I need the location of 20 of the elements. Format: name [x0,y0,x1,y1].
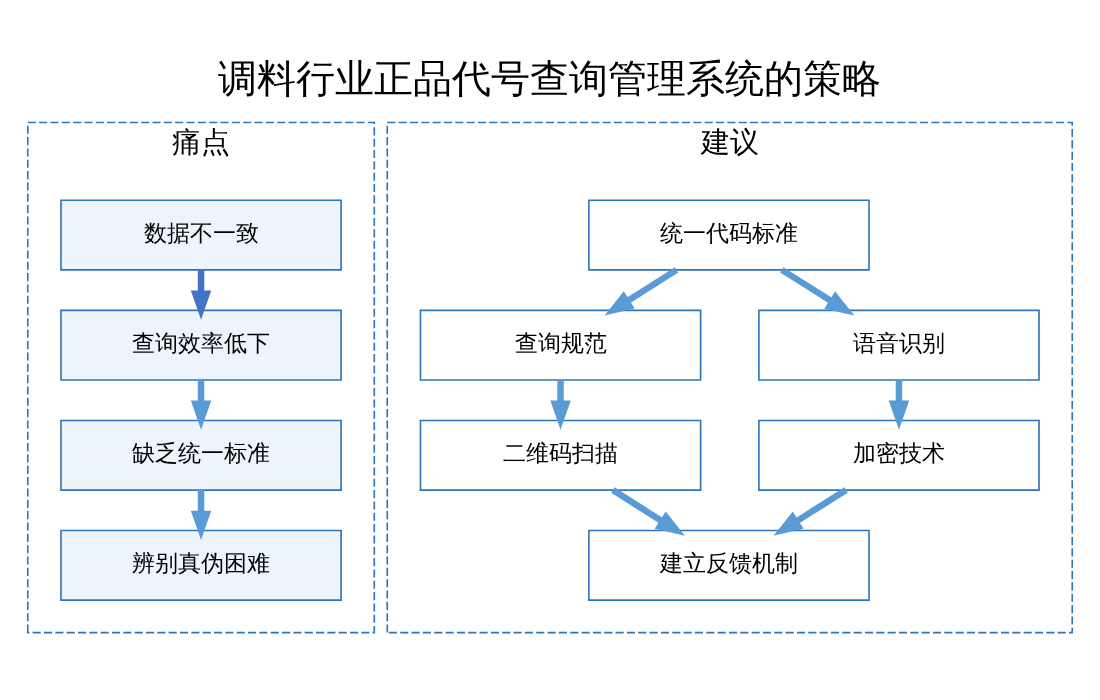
arrow [773,487,848,536]
arrow [604,267,679,316]
node-box: 缺乏统一标准 [60,419,342,491]
diagram-title: 调料行业正品代号查询管理系统的策略 [218,56,882,102]
arrow [780,267,855,316]
arrow [611,487,685,536]
arrow [888,380,910,430]
node-box: 查询效率低下 [60,309,342,381]
node-box: 加密技术 [758,419,1040,491]
arrow [190,380,212,430]
arrow [550,380,571,430]
arrow [190,269,212,320]
arrow [190,490,212,540]
node-box: 数据不一致 [60,199,342,271]
node-box: 建立反馈机制 [588,529,870,601]
node-box: 辨别真伪困难 [60,529,342,601]
node-box: 语音识别 [758,309,1040,381]
node-box: 查询规范 [419,309,702,381]
node-box: 二维码扫描 [419,419,702,491]
node-box: 统一代码标准 [588,199,870,271]
